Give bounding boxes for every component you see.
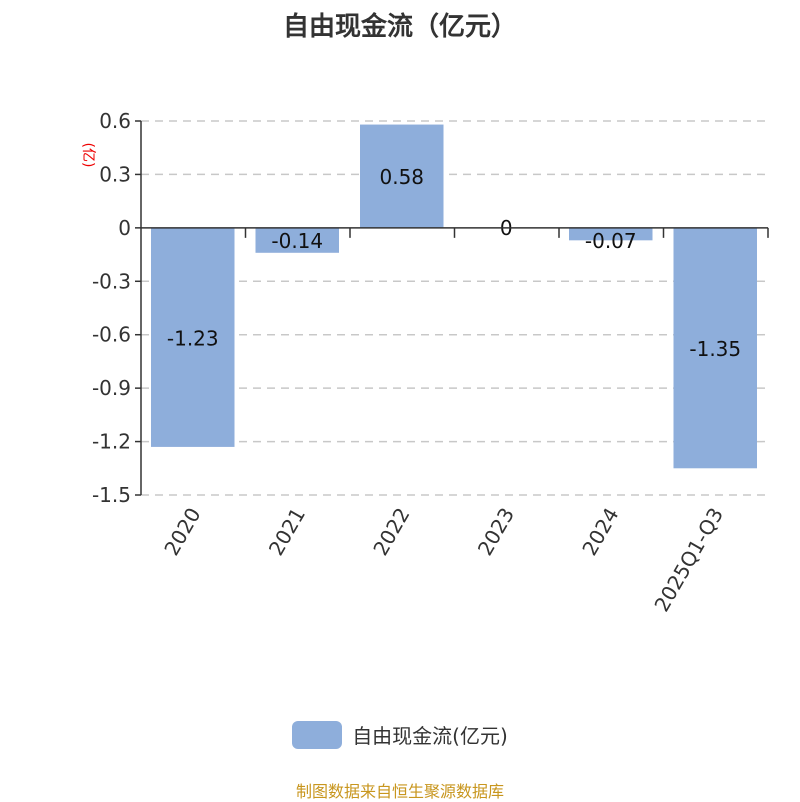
y-tick-label: -1.5 bbox=[92, 483, 131, 507]
y-tick-label: -0.6 bbox=[92, 323, 131, 347]
x-tick-label: 2024 bbox=[577, 504, 623, 560]
y-tick-label: 0.3 bbox=[99, 162, 131, 186]
bar-2025Q1-Q3 bbox=[673, 227, 757, 469]
x-tick-label: 2020 bbox=[159, 504, 205, 560]
y-tick-label: 0 bbox=[118, 216, 131, 240]
bar-2024 bbox=[569, 227, 653, 241]
bar-2021 bbox=[255, 227, 339, 253]
y-tick-label: -1.2 bbox=[92, 430, 131, 454]
bar-2022 bbox=[360, 124, 444, 228]
y-tick-label: 0.6 bbox=[99, 109, 131, 133]
legend-label: 自由现金流(亿元) bbox=[352, 724, 508, 748]
y-tick-label: -0.3 bbox=[92, 269, 131, 293]
data-label: -0.07 bbox=[585, 229, 637, 253]
bar-2020 bbox=[151, 227, 235, 447]
x-tick-label: 2023 bbox=[473, 504, 519, 560]
source-note: 制图数据来自恒生聚源数据库 bbox=[295, 782, 504, 801]
legend[interactable]: 自由现金流(亿元) bbox=[0, 720, 800, 749]
legend-swatch bbox=[292, 720, 343, 749]
data-label: -0.14 bbox=[271, 229, 323, 253]
chart-title: 自由现金流（亿元） bbox=[282, 12, 517, 42]
data-label: -1.35 bbox=[689, 337, 741, 361]
x-tick-label: 2022 bbox=[368, 504, 414, 560]
bar-chart: 0.6 0.3 0 -0.3 -0.6 -0.9 -1.2 -1.5 (亿) -1.23 2020 -… bbox=[80, 109, 769, 616]
y-axis-label: (亿) bbox=[80, 143, 96, 168]
data-label: -1.23 bbox=[167, 326, 219, 350]
data-label: 0.58 bbox=[379, 165, 424, 189]
y-tick-label: -0.9 bbox=[92, 376, 131, 400]
x-tick-label: 2025Q1-Q3 bbox=[649, 504, 728, 616]
x-tick-label: 2021 bbox=[264, 504, 310, 560]
